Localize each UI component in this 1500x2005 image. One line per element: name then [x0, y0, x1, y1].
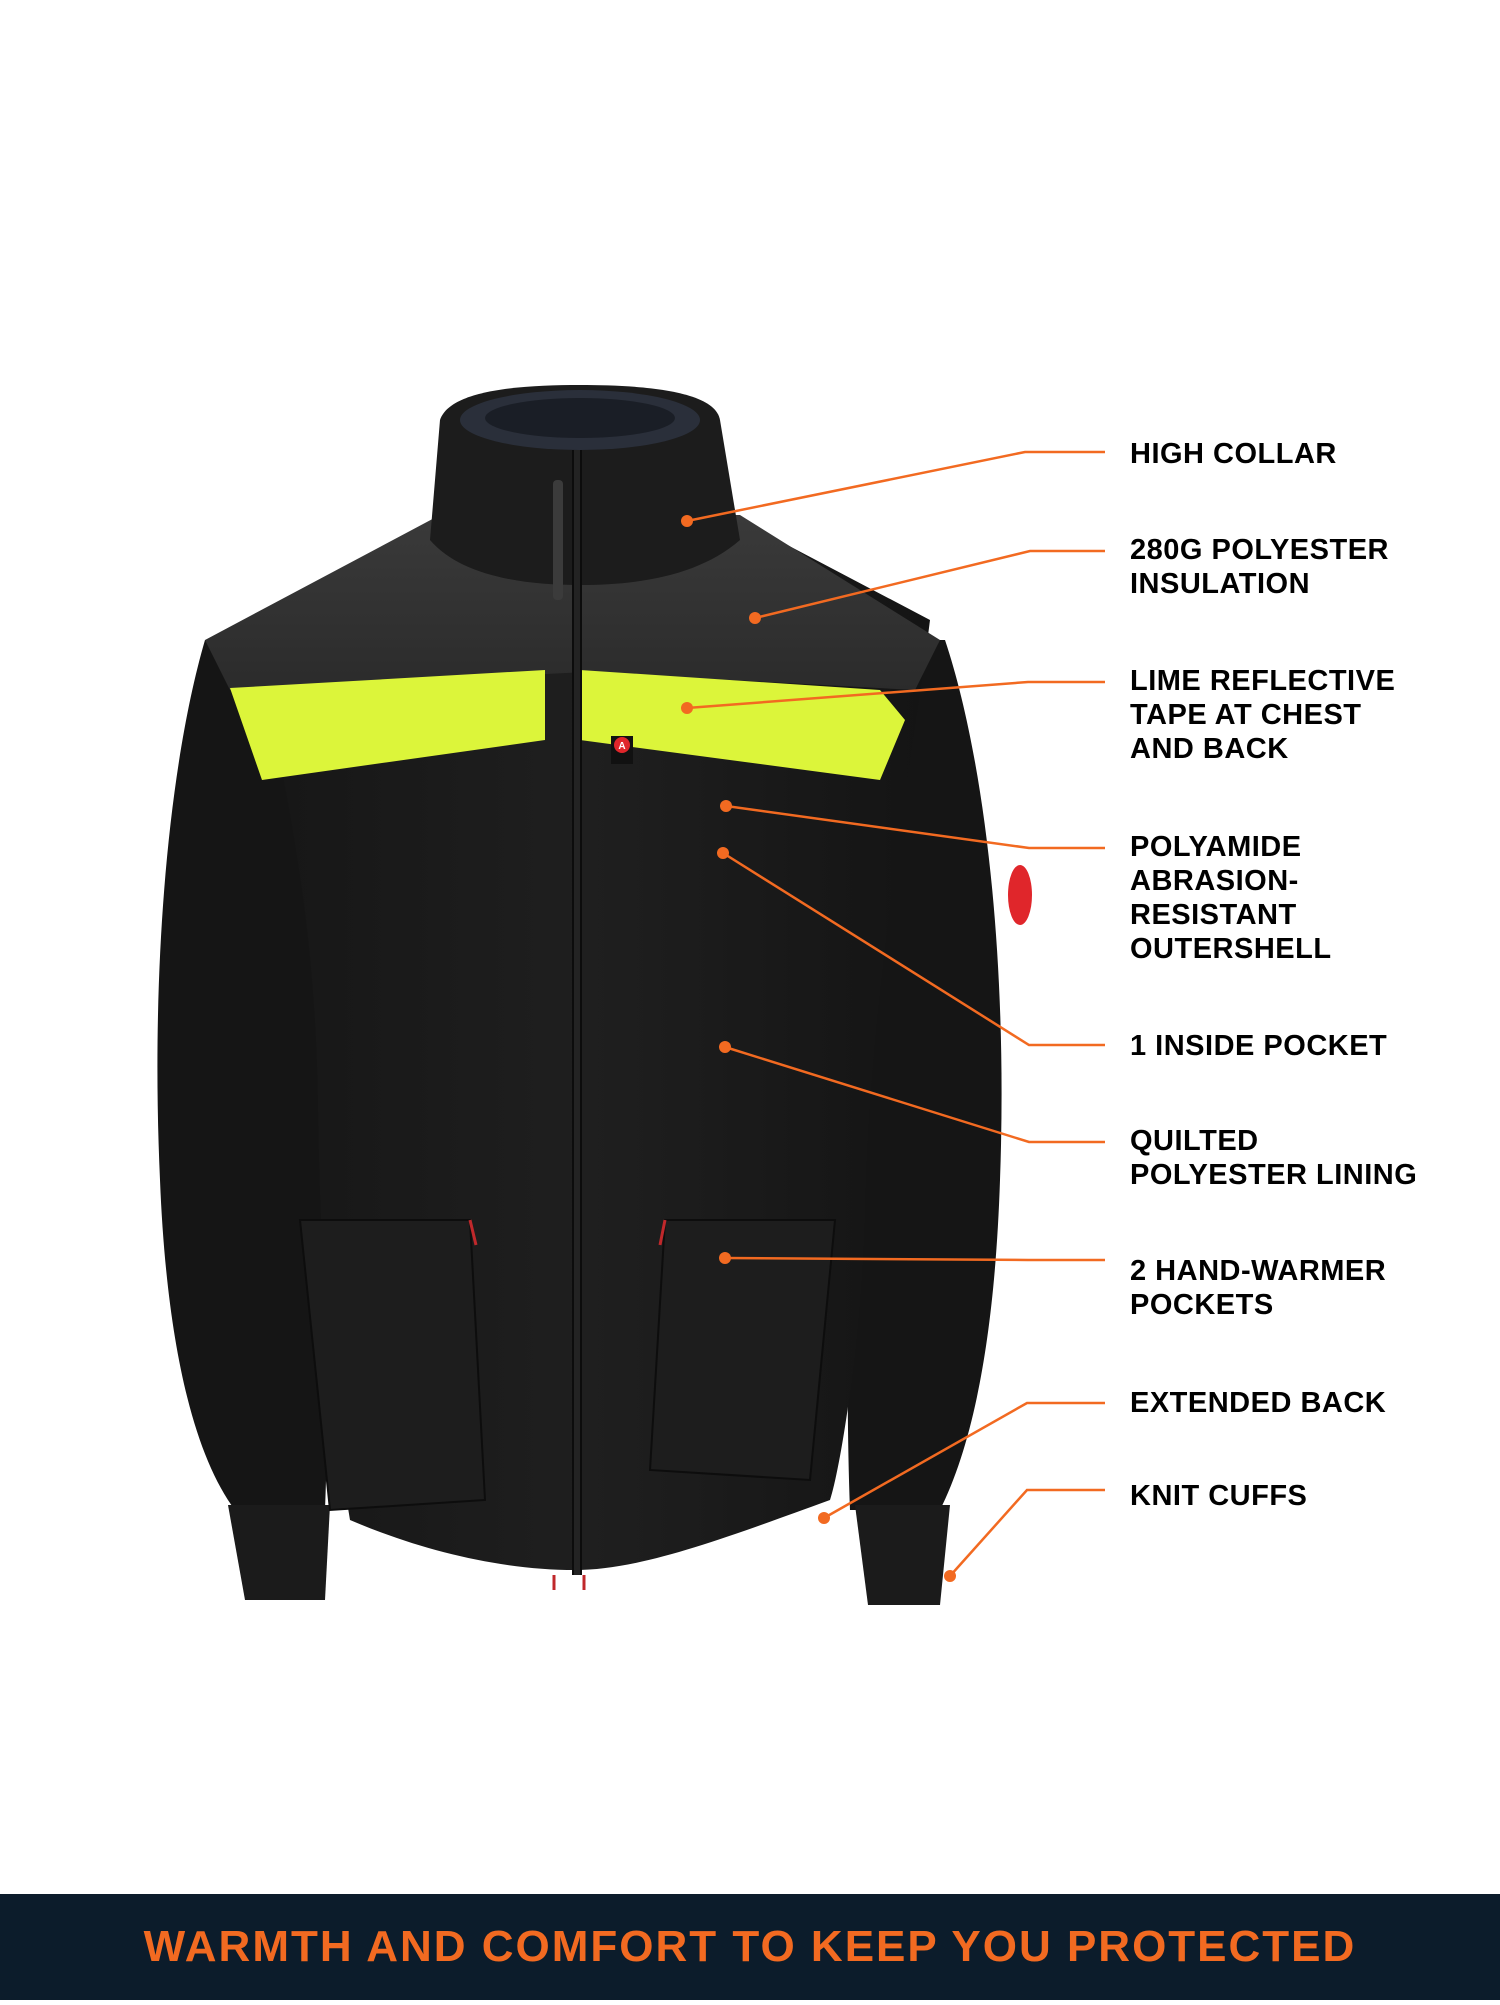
- callout-label-reflective-tape: LIME REFLECTIVE TAPE AT CHEST AND BACK: [1130, 665, 1396, 765]
- callout-insulation: [749, 549, 1105, 624]
- callout-dot-icon: [719, 1041, 731, 1053]
- callout-label-outershell: POLYAMIDE ABRASION- RESISTANT OUTERSHELL: [1130, 831, 1332, 965]
- callout-label-high-collar: HIGH COLLAR: [1130, 438, 1337, 470]
- callout-extended-back: [818, 1401, 1105, 1524]
- callout-dot-icon: [720, 800, 732, 812]
- tagline-banner: WARMTH AND COMFORT TO KEEP YOU PROTECTED: [0, 1894, 1500, 2000]
- high-collar: [430, 385, 740, 585]
- callout-inside-pocket: [717, 847, 1105, 1047]
- leader-line: [823, 1401, 1105, 1520]
- callout-dot-icon: [749, 612, 761, 624]
- tagline-text: WARMTH AND COMFORT TO KEEP YOU PROTECTED: [143, 1922, 1357, 1971]
- callout-lines: [681, 450, 1105, 1582]
- callout-reflective-tape: [681, 680, 1105, 714]
- left-sleeve: [157, 640, 330, 1600]
- leader-line: [949, 1488, 1105, 1577]
- leader-line: [686, 450, 1105, 523]
- callout-lining: [719, 1041, 1105, 1144]
- callout-label-knit-cuffs: KNIT CUFFS: [1130, 1480, 1308, 1512]
- leader-line: [725, 804, 1105, 850]
- leader-line: [754, 549, 1105, 620]
- right-knit-cuff: [855, 1505, 950, 1605]
- callout-high-collar: [681, 450, 1105, 527]
- callout-knit-cuffs: [944, 1488, 1105, 1582]
- callout-label-lining: QUILTED POLYESTER LINING: [1130, 1125, 1418, 1191]
- callout-dot-icon: [681, 515, 693, 527]
- leader-line: [724, 1256, 1105, 1262]
- callout-label-extended-back: EXTENDED BACK: [1130, 1387, 1387, 1419]
- left-knit-cuff: [228, 1505, 330, 1600]
- callout-dot-icon: [681, 702, 693, 714]
- hand-warmer-pockets: [298, 1219, 837, 1512]
- zipper-pull: [553, 480, 563, 600]
- callout-dot-icon: [717, 847, 729, 859]
- callout-hand-warmer-pockets: [719, 1252, 1105, 1264]
- callout-dot-icon: [719, 1252, 731, 1264]
- callout-label-insulation: 280G POLYESTER INSULATION: [1130, 534, 1389, 600]
- leader-line: [722, 851, 1105, 1047]
- callout-label-hand-warmer-pockets: 2 HAND-WARMER POCKETS: [1130, 1255, 1387, 1321]
- leader-line: [724, 1045, 1105, 1144]
- callout-label-inside-pocket: 1 INSIDE POCKET: [1130, 1030, 1388, 1062]
- svg-text:A: A: [618, 741, 625, 752]
- callout-dot-icon: [944, 1570, 956, 1582]
- callout-dot-icon: [818, 1512, 830, 1524]
- brand-tag: A: [611, 736, 633, 764]
- callout-outershell: [720, 800, 1105, 850]
- leader-line: [686, 680, 1105, 710]
- sleeve-brand-badge: [1008, 865, 1032, 925]
- front-zipper: [553, 450, 582, 1575]
